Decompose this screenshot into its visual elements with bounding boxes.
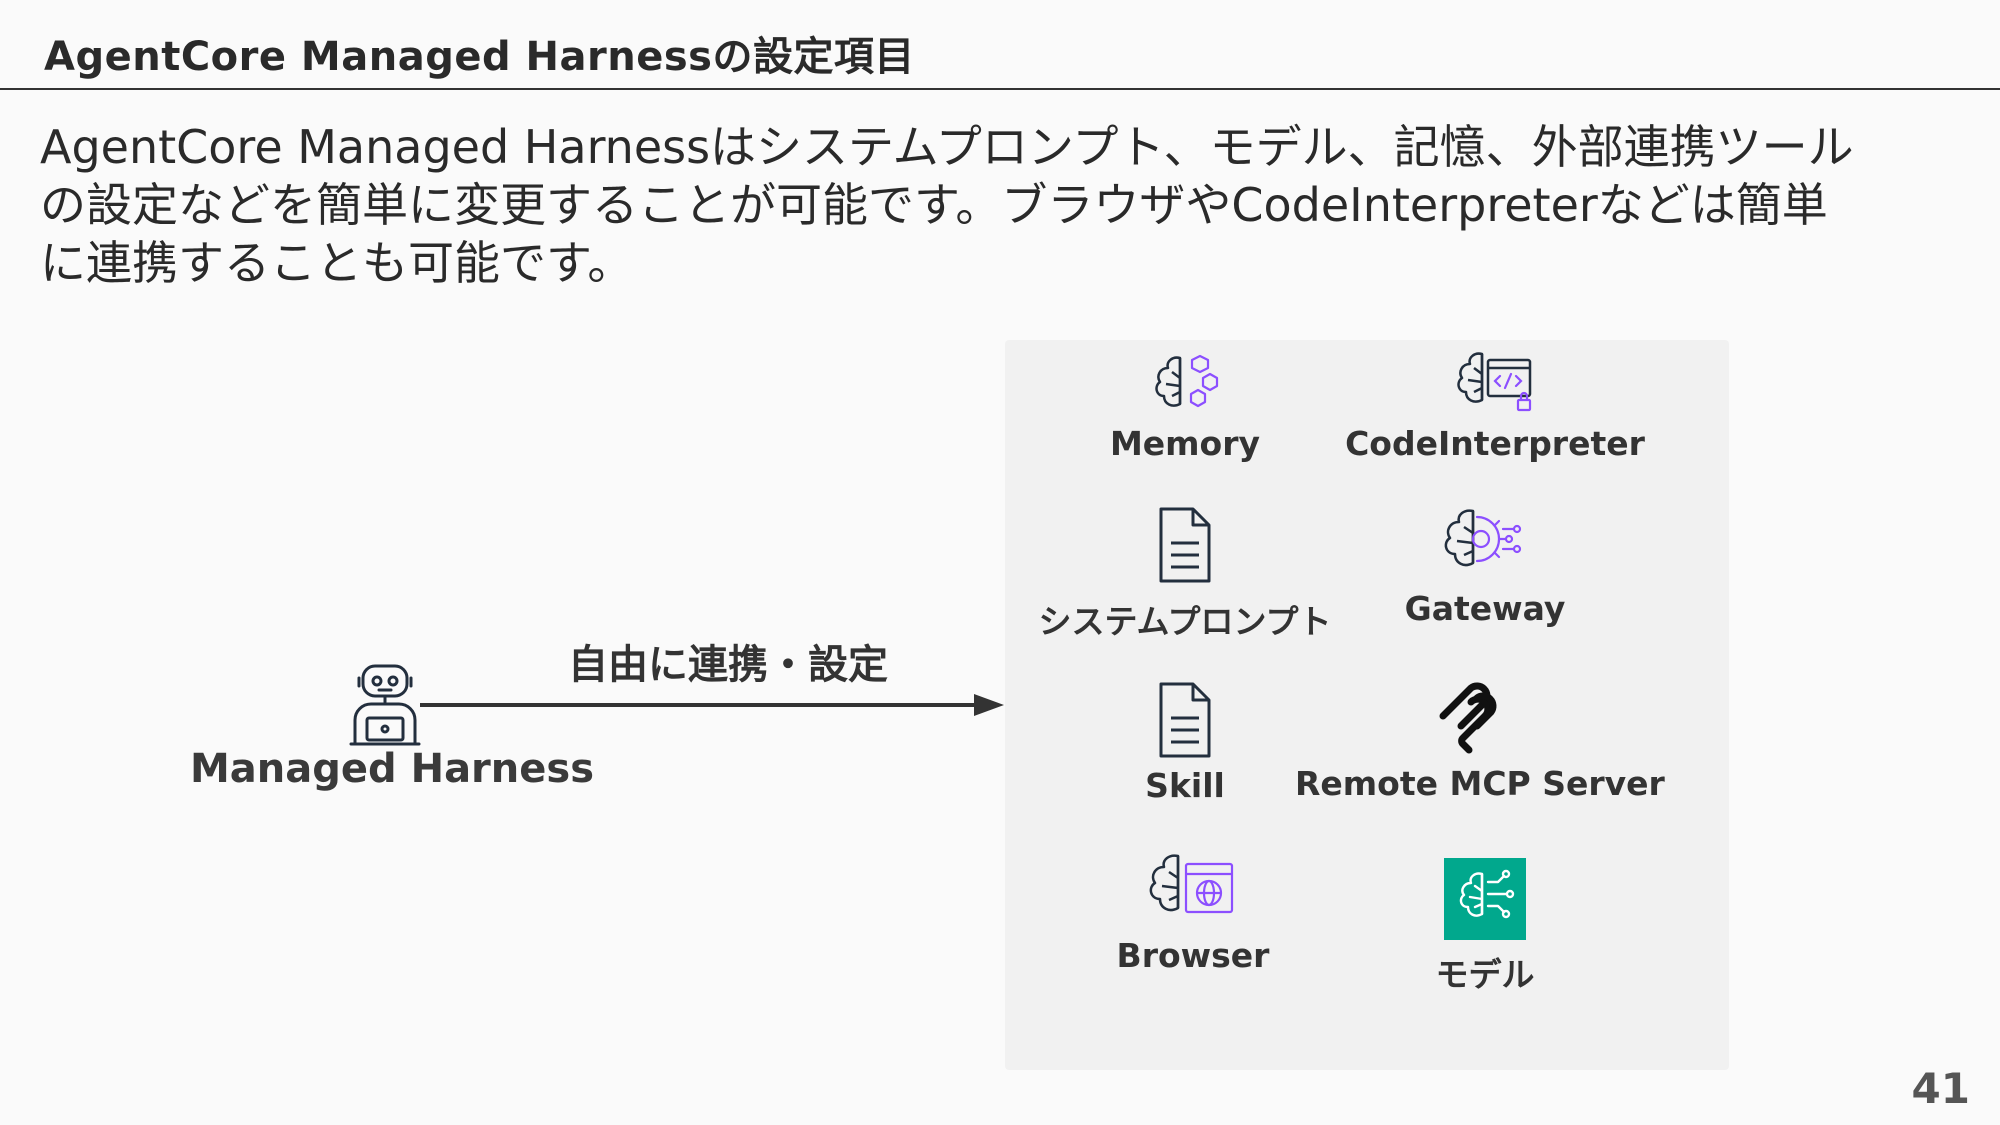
brain-browser-icon	[1149, 854, 1234, 914]
item-memory: Memory	[1005, 352, 1365, 463]
item-system-prompt: システムプロンプト	[1005, 505, 1365, 643]
item-skill-label: Skill	[1145, 766, 1225, 805]
item-memory-label: Memory	[1109, 424, 1261, 463]
item-browser: Browser	[1013, 850, 1373, 975]
item-codeinterpreter-label: CodeInterpreter	[1345, 424, 1645, 463]
document-icon	[1159, 507, 1211, 583]
brain-gear-icon	[1444, 509, 1522, 567]
mcp-icon	[1439, 682, 1497, 754]
title-divider	[0, 88, 2000, 90]
managed-harness: Managed Harness	[190, 660, 595, 792]
item-model-label: モデル	[1435, 955, 1535, 994]
page-number: 41	[1911, 1064, 1970, 1113]
arrow-label: 自由に連携・設定	[568, 642, 888, 688]
description: AgentCore Managed Harnessはシステムプロンプト、モデル、…	[40, 118, 1940, 292]
item-skill: Skill	[1005, 680, 1365, 805]
description-line: に連携することも可能です。	[40, 236, 634, 290]
document-icon	[1159, 682, 1211, 758]
ai-model-icon	[1444, 858, 1526, 940]
brain-code-icon	[1457, 352, 1532, 412]
description-line: AgentCore Managed Harnessはシステムプロンプト、モデル、…	[40, 120, 1854, 174]
slide-title: AgentCore Managed Harnessの設定項目	[44, 34, 915, 80]
item-model: モデル	[1305, 858, 1665, 996]
item-browser-label: Browser	[1116, 936, 1270, 975]
connector-arrow	[420, 694, 1004, 716]
item-remote-mcp-server: Remote MCP Server	[1295, 676, 1665, 803]
item-remote-mcp-server-label: Remote MCP Server	[1295, 764, 1665, 803]
item-system-prompt-label: システムプロンプト	[1038, 602, 1332, 641]
item-codeinterpreter: CodeInterpreter	[1315, 348, 1675, 463]
integration-panel: Memory CodeInterpreter システ	[1005, 340, 1729, 1070]
description-line: の設定などを簡単に変更することが可能です。ブラウザやCodeInterprete…	[40, 178, 1828, 232]
robot-laptop-icon	[349, 664, 421, 746]
managed-harness-label: Managed Harness	[190, 746, 595, 792]
item-gateway-label: Gateway	[1404, 589, 1566, 628]
item-gateway: Gateway	[1305, 503, 1665, 628]
brain-memory-icon	[1155, 354, 1219, 408]
